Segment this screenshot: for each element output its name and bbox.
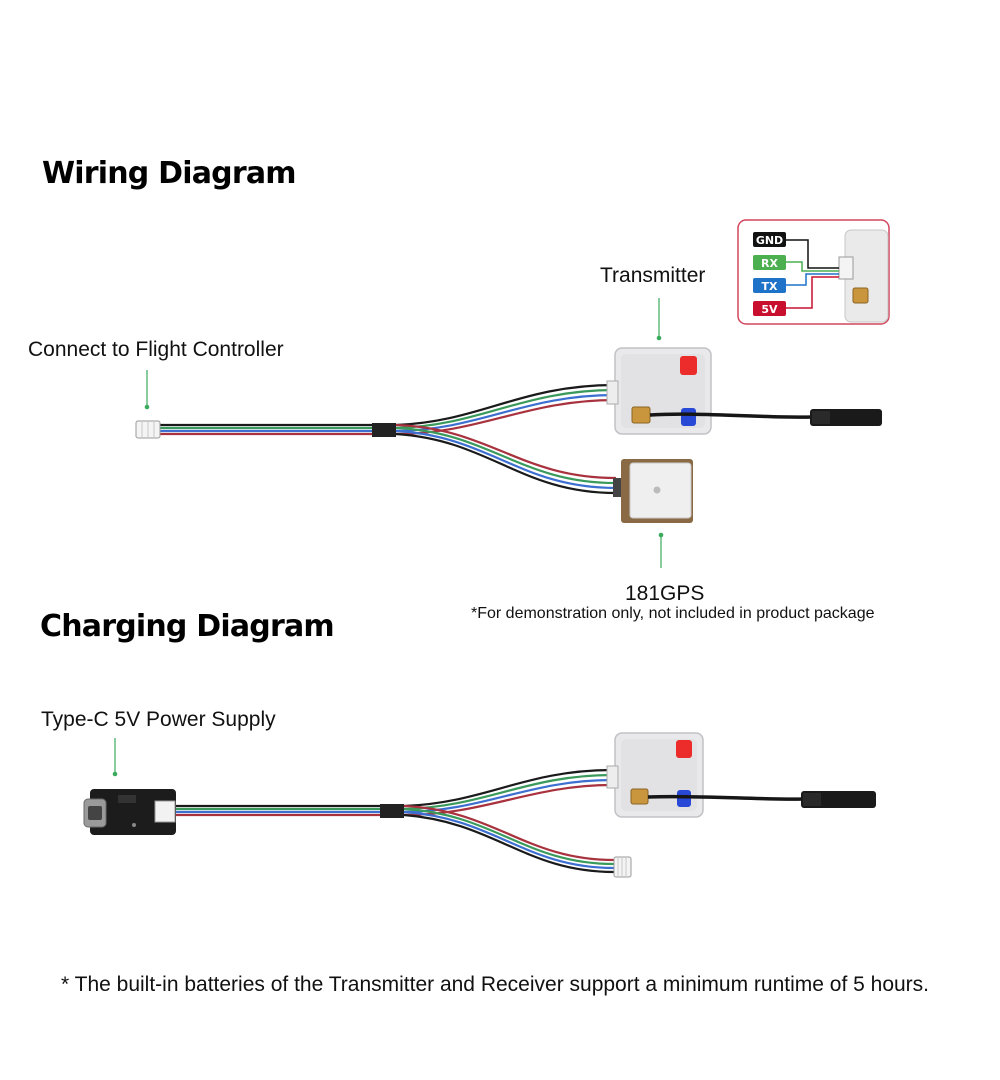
charging-transmitter-branch (403, 768, 613, 817)
fc-cable (160, 423, 378, 436)
transmitter-led-red (680, 356, 697, 375)
gps-note: *For demonstration only, not included in… (471, 605, 875, 622)
power-supply-label: Type-C 5V Power Supply (41, 708, 276, 731)
pinout-inset: GND RX TX 5V (737, 219, 890, 325)
wiring-pointers (144, 298, 664, 568)
transmitter-label: Transmitter (600, 264, 706, 287)
transmitter-branch (395, 383, 616, 436)
flight-controller-label: Connect to Flight Controller (28, 338, 284, 361)
charging-cable (176, 804, 385, 817)
cable-splice (372, 423, 396, 437)
battery-footnote: * The built-in batteries of the Transmit… (61, 973, 930, 996)
charging-spare-branch (403, 804, 615, 874)
pin-rx-label: RX (761, 257, 778, 270)
usb-c-power-board (83, 789, 176, 835)
charging-led-blue (677, 790, 691, 807)
antenna-connector (631, 406, 651, 424)
pin-5v-label: 5V (761, 303, 778, 316)
transmitter-led-blue (681, 408, 696, 426)
charging-cable-splice (380, 804, 404, 818)
charging-diagram-title: Charging Diagram (40, 609, 335, 644)
gps-label: 181GPS (625, 582, 705, 605)
pin-tx-label: TX (762, 280, 779, 293)
pin-gnd-label: GND (756, 234, 783, 247)
charging-pointers (112, 738, 118, 777)
gps-branch (395, 423, 617, 495)
wiring-diagram-title: Wiring Diagram (42, 156, 297, 191)
fc-connector (135, 420, 161, 439)
charging-led-red (676, 740, 692, 758)
gps-module (613, 459, 693, 523)
transmitter-module (606, 347, 882, 435)
charging-transmitter-module (606, 732, 876, 818)
spare-connector (613, 856, 632, 878)
